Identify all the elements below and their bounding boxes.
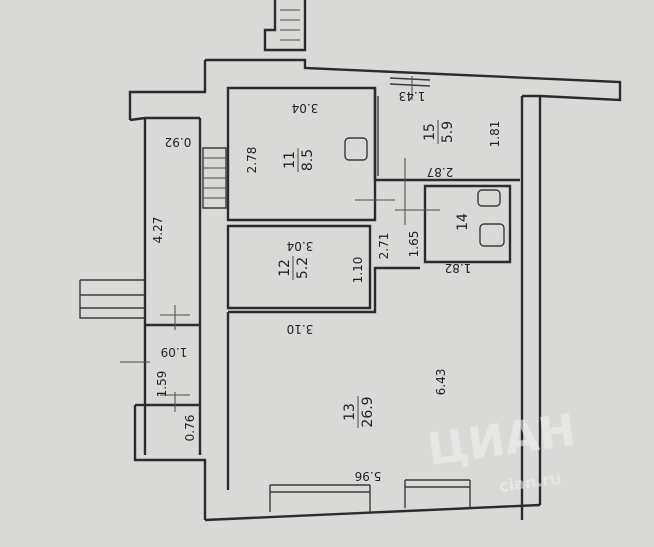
dim-height-room11: 2.78 xyxy=(245,147,259,174)
room-13-top-wall xyxy=(228,266,420,314)
sink-11-icon xyxy=(344,137,368,161)
corridor-top-wall xyxy=(129,116,200,122)
window-top xyxy=(389,77,431,87)
room-15-walls xyxy=(373,88,520,182)
top-stair-steps xyxy=(280,9,300,41)
upper-left-wall xyxy=(128,60,207,120)
dim-corridor-width: 0.92 xyxy=(165,135,192,149)
dim-height-room12-b: 2.71 xyxy=(377,233,391,260)
top-stair-wall xyxy=(263,0,307,52)
bottom-outer-wall xyxy=(204,503,541,522)
dim-width-room15: 2.87 xyxy=(427,165,454,179)
porch-steps xyxy=(79,279,145,319)
room-12-walls xyxy=(226,224,372,310)
dim-height-room14: 1.65 xyxy=(407,231,421,258)
room-14-number: 14 xyxy=(455,213,471,231)
room-11-number: 11 xyxy=(282,151,298,169)
dim-width-room13-bottom: 5.96 xyxy=(355,469,382,483)
dim-top-room15: 1.43 xyxy=(399,89,426,103)
sink-14-icon xyxy=(479,223,505,247)
room-14-label: 14 xyxy=(455,213,471,231)
watermark-logo: ЦИАН xyxy=(424,405,578,476)
watermark-domain: cian.ru xyxy=(498,468,563,496)
dim-height-room15: 1.81 xyxy=(488,121,502,148)
dim-height-room13: 6.43 xyxy=(434,369,448,396)
room-13-number: 13 xyxy=(342,403,358,421)
room-13-label: 13 26.9 xyxy=(342,396,376,428)
room-11-area: 8.5 xyxy=(300,149,316,171)
dim-small-3: 0.76 xyxy=(183,415,197,442)
room-14-walls xyxy=(423,184,512,264)
dim-height-room12-a: 1.10 xyxy=(351,257,365,284)
dimension-ticks-left xyxy=(120,305,190,412)
room-11-label: 11 8.5 xyxy=(282,148,316,172)
window-bottom-left xyxy=(269,484,371,512)
window-bottom-right xyxy=(404,479,471,508)
dim-top-room12: 3.04 xyxy=(287,239,314,253)
dim-small-1: 1.09 xyxy=(161,345,188,359)
dim-top-room11: 3.04 xyxy=(292,101,319,115)
room-labels: 11 8.5 12 5.2 13 26.9 14 15 5.9 xyxy=(277,120,471,428)
dim-width-room13-top: 3.10 xyxy=(287,322,314,336)
room-11-walls xyxy=(226,86,377,222)
room-15-label: 15 5.9 xyxy=(422,120,456,144)
room-13-area: 26.9 xyxy=(360,396,376,427)
room-12-area: 5.2 xyxy=(295,257,311,279)
room-12-label: 12 5.2 xyxy=(277,256,311,280)
inner-stair-steps xyxy=(203,157,226,199)
room-12-number: 12 xyxy=(277,259,293,277)
dimension-labels: 3.04 2.78 3.04 1.10 2.71 3.10 6.43 5.96 … xyxy=(151,89,502,483)
walls xyxy=(79,0,622,522)
dimension-ticks-center xyxy=(355,158,440,225)
lower-left-wall xyxy=(133,405,207,520)
toilet-icon xyxy=(477,189,501,207)
dim-corridor-length: 4.27 xyxy=(151,217,165,244)
room-15-area: 5.9 xyxy=(440,121,456,143)
dim-small-2: 1.59 xyxy=(155,371,169,398)
dim-width-room14: 1.82 xyxy=(445,261,472,275)
room-15-number: 15 xyxy=(422,123,438,141)
watermark: ЦИАН cian.ru xyxy=(424,405,578,496)
